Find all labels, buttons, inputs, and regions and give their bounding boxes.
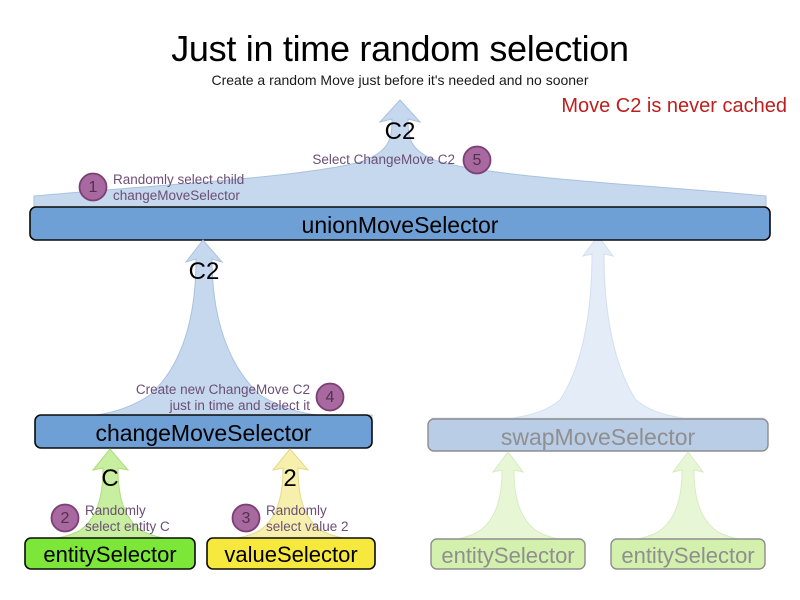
arrow-swap-to-union bbox=[431, 235, 765, 422]
node-box-swap-move-selector bbox=[427, 418, 769, 452]
arrow-value-to-change bbox=[209, 448, 371, 541]
step-badge-2-circle bbox=[50, 503, 80, 533]
node-box-change-move-selector bbox=[34, 414, 373, 449]
step-badge-3-circle bbox=[231, 503, 261, 533]
node-box-swap-entity-selector-2 bbox=[610, 538, 766, 570]
arrow-swap-entity2-to-swap bbox=[613, 451, 763, 542]
arrow-swap-entity1-to-swap bbox=[433, 451, 583, 542]
node-box-swap-entity-selector-1 bbox=[430, 538, 586, 570]
step-badge-4-circle bbox=[315, 382, 345, 412]
node-box-value-selector bbox=[206, 537, 376, 570]
step-badge-5-circle bbox=[462, 145, 492, 175]
step-badge-1-circle bbox=[78, 172, 108, 202]
node-box-entity-selector bbox=[24, 537, 196, 570]
arrow-union-to-top bbox=[33, 99, 767, 208]
node-box-union-move-selector bbox=[29, 206, 771, 241]
